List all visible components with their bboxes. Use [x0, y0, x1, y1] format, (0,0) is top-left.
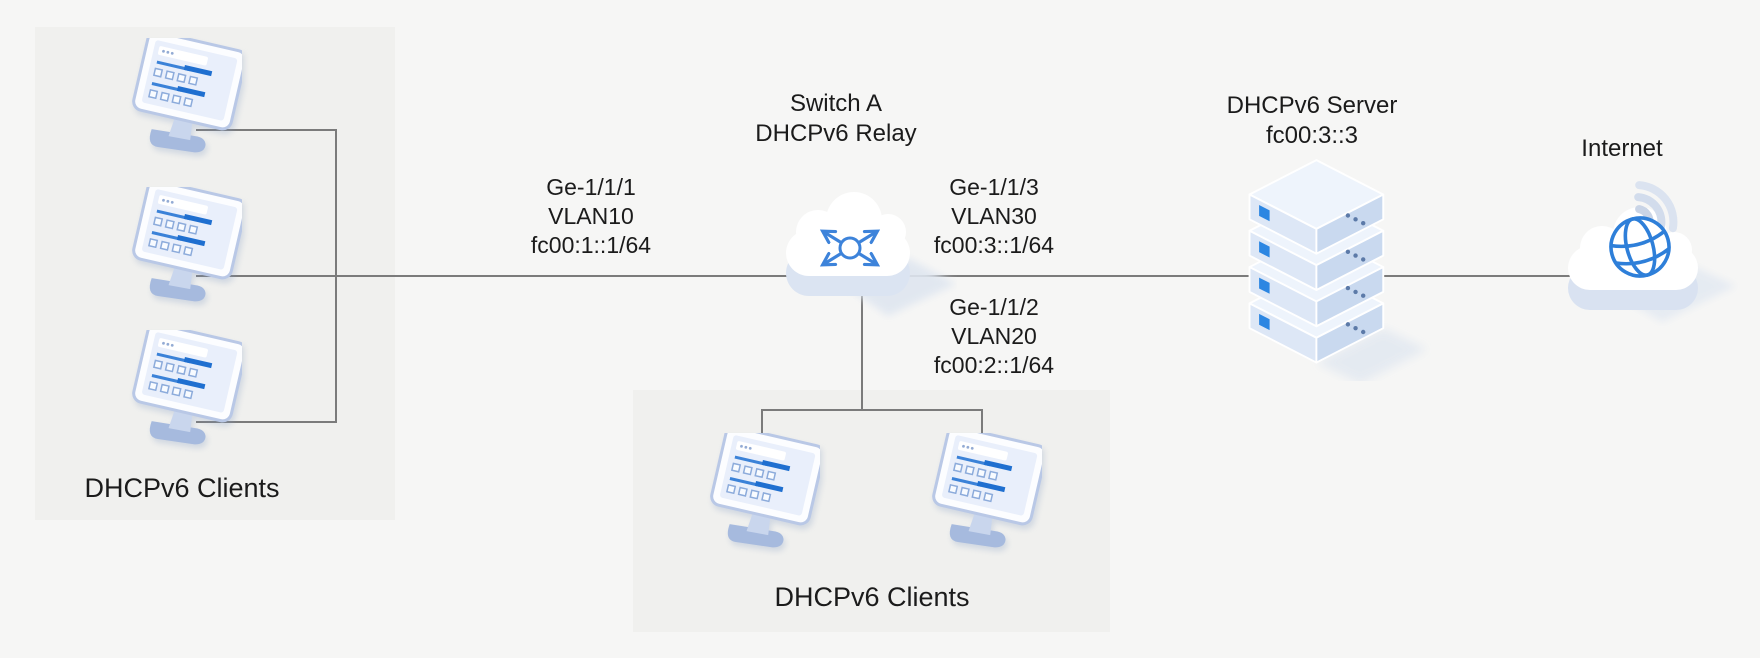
switch-label: Switch A DHCPv6 Relay	[726, 89, 946, 149]
switch-subtitle: DHCPv6 Relay	[755, 120, 917, 147]
link-line-switch-drop	[861, 292, 863, 410]
link-line-server-internet	[1381, 275, 1574, 277]
vlan-name: VLAN30	[951, 203, 1037, 229]
server-stack-icon	[1248, 159, 1428, 381]
link-label-vlan30: Ge-1/1/3 VLAN30 fc00:3::1/64	[884, 173, 1104, 260]
server-title: DHCPv6 Server	[1226, 92, 1398, 119]
link-line-client1-bus	[196, 129, 336, 131]
internet-label: Internet	[1512, 134, 1732, 164]
server-subtitle: fc00:3::3	[1265, 122, 1359, 149]
interface-name: Ge-1/1/1	[546, 174, 636, 200]
desktop-monitor-icon	[130, 38, 242, 162]
interface-name: Ge-1/1/3	[949, 174, 1039, 200]
bottom-clients-splitter-line	[761, 409, 982, 411]
link-label-vlan20: Ge-1/1/2 VLAN20 fc00:2::1/64	[884, 293, 1104, 380]
desktop-monitor-icon	[130, 330, 242, 454]
link-label-vlan10: Ge-1/1/1 VLAN10 fc00:1::1/64	[481, 173, 701, 260]
desktop-monitor-icon	[130, 187, 242, 311]
vlan-name: VLAN10	[548, 203, 634, 229]
vlan-name: VLAN20	[951, 323, 1037, 349]
ipv6-address: fc00:2::1/64	[933, 352, 1055, 378]
link-line-clients-switch	[196, 275, 806, 277]
left-clients-group-label: DHCPv6 Clients	[84, 473, 280, 503]
server-label: DHCPv6 Server fc00:3::3	[1202, 91, 1422, 151]
cloud-globe-wifi-icon	[1568, 181, 1736, 322]
cloud-routing-arrows-icon	[786, 192, 956, 316]
ipv6-address: fc00:1::1/64	[530, 232, 652, 258]
link-line-switch-server	[906, 275, 1252, 277]
link-line-client3-bus	[196, 421, 336, 423]
desktop-monitor-icon	[930, 433, 1042, 557]
desktop-monitor-icon	[708, 433, 820, 557]
ipv6-address: fc00:3::1/64	[933, 232, 1055, 258]
switch-title: Switch A	[789, 90, 883, 117]
internet-title: Internet	[1581, 135, 1663, 162]
bottom-clients-group-label: DHCPv6 Clients	[774, 582, 970, 612]
clients-bus-line	[335, 129, 337, 423]
interface-name: Ge-1/1/2	[949, 294, 1039, 320]
